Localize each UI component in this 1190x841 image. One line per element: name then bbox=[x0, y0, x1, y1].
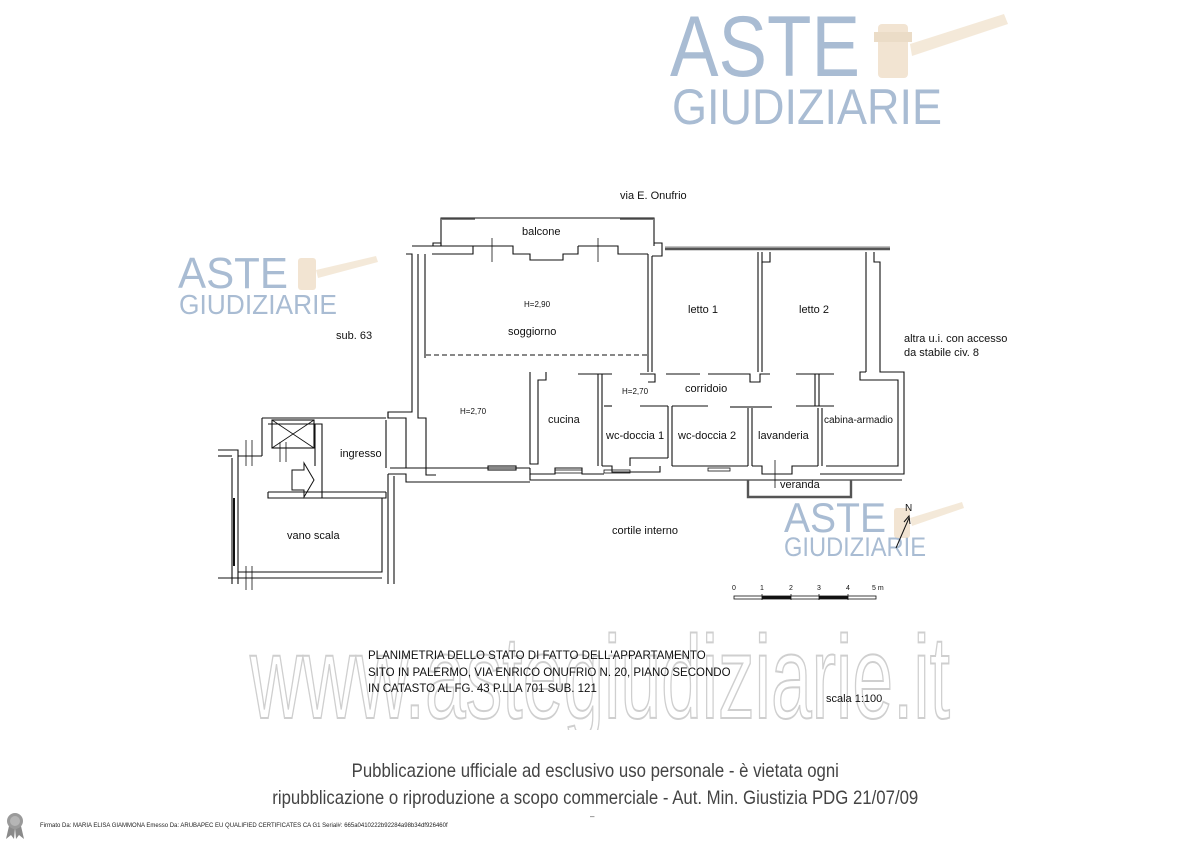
balcone-outline bbox=[412, 217, 655, 247]
aste-logo-watermark: ASTE GIUDIZIARIE bbox=[670, 2, 1008, 132]
room-label-corridoio: corridoio bbox=[685, 383, 728, 395]
courtyard-label: cortile interno bbox=[612, 525, 679, 537]
footer-dash: – bbox=[590, 812, 595, 821]
scale-tick: 1 bbox=[760, 585, 764, 592]
digital-signature-text: Firmato Da: MARIA ELISA GIAMMONA Emesso … bbox=[40, 823, 448, 829]
room-label-veranda: veranda bbox=[780, 479, 820, 491]
scale-tick: 0 bbox=[732, 585, 736, 592]
svg-text:ASTE: ASTE bbox=[178, 250, 288, 298]
north-arrow-label: N bbox=[905, 503, 913, 514]
neighbor-right-line1: altra u.i. con accesso bbox=[904, 333, 1008, 345]
scale-tick: 5 m bbox=[872, 585, 884, 592]
ceiling-height-ingresso: H=2,70 bbox=[460, 407, 487, 416]
caption-line-1: PLANIMETRIA DELLO STATO DI FATTO DELL'AP… bbox=[368, 650, 706, 662]
svg-text:ASTE: ASTE bbox=[670, 2, 860, 95]
room-label-ingresso: ingresso bbox=[340, 448, 382, 460]
neighbor-right-line2: da stabile civ. 8 bbox=[904, 347, 980, 359]
svg-text:ASTE: ASTE bbox=[784, 496, 886, 541]
caption-line-3: IN CATASTO AL FG. 43 P.LLA 701 SUB. 121 bbox=[368, 683, 597, 695]
room-label-soggiorno: soggiorno bbox=[508, 326, 557, 338]
room-label-cabina-armadio: cabina-armadio bbox=[824, 415, 893, 426]
scale-label: scala 1:100 bbox=[826, 693, 883, 705]
footer-line-1: Pubblicazione ufficiale ad esclusivo uso… bbox=[351, 760, 839, 782]
aste-logo-watermark-right: ASTE GIUDIZIARIE bbox=[784, 496, 964, 558]
room-label-wc-doccia-1: wc-doccia 1 bbox=[606, 430, 665, 442]
scale-tick: 4 bbox=[846, 585, 850, 592]
gavel-icon bbox=[298, 256, 378, 290]
gavel-icon bbox=[874, 14, 1008, 78]
plan-caption: PLANIMETRIA DELLO STATO DI FATTO DELL'AP… bbox=[368, 648, 731, 698]
neighbor-left-label: sub. 63 bbox=[336, 330, 373, 342]
room-label-wc-doccia-2: wc-doccia 2 bbox=[678, 430, 737, 442]
signature-ribbon-icon bbox=[6, 813, 24, 839]
room-label-lavanderia: lavanderia bbox=[758, 430, 809, 442]
caption-line-2: SITO IN PALERMO, VIA ENRICO ONUFRIO N. 2… bbox=[368, 666, 731, 679]
site-watermark: www.astegiudiziarie.it bbox=[248, 611, 951, 730]
ceiling-height-soggiorno: H=2,90 bbox=[524, 300, 551, 309]
scale-bar bbox=[733, 594, 877, 600]
scale-tick: 3 bbox=[817, 585, 821, 592]
street-label: via E. Onufrio bbox=[620, 190, 687, 202]
gavel-icon bbox=[894, 502, 964, 538]
aste-logo-watermark-left: ASTE GIUDIZIARIE bbox=[178, 250, 378, 320]
room-label-cucina: cucina bbox=[548, 414, 580, 426]
footer-line-2: ripubblicazione o riproduzione a scopo c… bbox=[272, 787, 919, 809]
scale-tick: 2 bbox=[789, 585, 793, 592]
svg-text:GIUDIZIARIE: GIUDIZIARIE bbox=[179, 289, 337, 320]
room-label-letto-2: letto 2 bbox=[799, 304, 829, 316]
room-label-vano-scala: vano scala bbox=[287, 530, 340, 542]
ceiling-height-corridoio: H=2,70 bbox=[622, 387, 649, 396]
svg-text:www.astegiudiziarie.it: www.astegiudiziarie.it bbox=[249, 612, 950, 730]
neighbor-right-label: altra u.i. con accesso da stabile civ. 8 bbox=[904, 332, 1007, 360]
room-label-letto-1: letto 1 bbox=[688, 304, 718, 316]
room-label-balcone: balcone bbox=[522, 226, 561, 238]
svg-text:GIUDIZIARIE: GIUDIZIARIE bbox=[672, 79, 942, 132]
